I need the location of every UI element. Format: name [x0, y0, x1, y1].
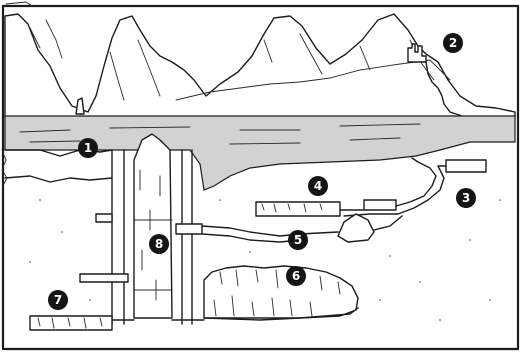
left-shaft [112, 150, 124, 324]
location-marker-5: 5 [288, 230, 308, 250]
marker-2-label: 2 [449, 36, 457, 50]
location-marker-4: 4 [308, 176, 328, 196]
marker-7-label: 7 [54, 293, 62, 307]
tower-ledge-upper [96, 214, 112, 222]
marker-3-label: 3 [462, 191, 470, 205]
marker-5-label: 5 [294, 233, 302, 247]
location-marker-1: 1 [78, 138, 98, 158]
location-marker-7: 7 [48, 290, 68, 310]
location-marker-3: 3 [456, 188, 476, 208]
tunnel-to-cave-5 [202, 226, 300, 242]
cave-3-chamber [446, 160, 486, 172]
tower-bridge [176, 224, 202, 234]
right-shaft [182, 150, 192, 324]
marker-1-label: 1 [84, 141, 92, 155]
cave-4-chamber [256, 202, 340, 216]
tower-ledge-lower [80, 274, 128, 282]
cave-5-pool [338, 214, 374, 242]
cave-4-side-room [364, 200, 396, 210]
shore-tower [76, 98, 84, 114]
location-marker-6: 6 [286, 266, 306, 286]
upper-cavern-ceiling [5, 150, 112, 182]
marker-6-label: 6 [292, 269, 300, 283]
location-marker-2: 2 [443, 33, 463, 53]
marker-4-label: 4 [314, 179, 322, 193]
location-marker-8: 8 [149, 234, 169, 254]
marker-8-label: 8 [155, 237, 163, 251]
cave-6-cavern [204, 266, 358, 318]
